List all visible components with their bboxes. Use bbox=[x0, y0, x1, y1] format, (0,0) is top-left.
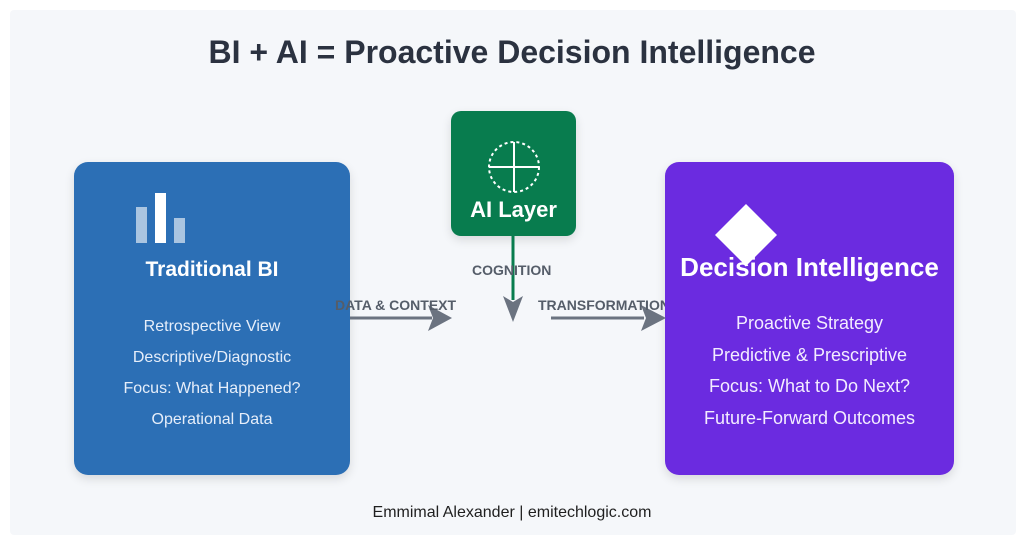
ai-layer-title: AI Layer bbox=[470, 197, 557, 222]
list-item: Predictive & Prescriptive bbox=[711, 344, 908, 365]
list-item: Operational Data bbox=[151, 411, 273, 428]
diamond-icon bbox=[715, 204, 777, 266]
cognition-label: COGNITION bbox=[472, 262, 552, 278]
traditional-bi-list: Retrospective View Descriptive/Diagnosti… bbox=[74, 311, 350, 435]
decision-intelligence-box: Decision Intelligence Proactive Strategy… bbox=[665, 162, 954, 475]
bar-chart-icon bbox=[136, 193, 185, 243]
list-item: Descriptive/Diagnostic bbox=[132, 349, 292, 366]
traditional-bi-box: Traditional BI Retrospective View Descri… bbox=[74, 162, 350, 475]
decision-intelligence-list: Proactive Strategy Predictive & Prescrip… bbox=[665, 308, 954, 434]
transformation-arrow bbox=[551, 305, 666, 331]
data-context-arrow bbox=[350, 305, 452, 331]
list-item: Retrospective View bbox=[143, 318, 281, 335]
list-item: Focus: What Happened? bbox=[123, 380, 301, 397]
transformation-label: TRANSFORMATION bbox=[538, 297, 665, 313]
list-item: Focus: What to Do Next? bbox=[708, 376, 911, 396]
list-item: Future-Forward Outcomes bbox=[703, 407, 916, 428]
ai-layer-box: AI Layer bbox=[451, 111, 576, 236]
page-title: BI + AI = Proactive Decision Intelligenc… bbox=[208, 34, 816, 70]
footer-credit: Emmimal Alexander | emitechlogic.com bbox=[372, 504, 652, 521]
crosshair-icon bbox=[488, 141, 540, 193]
data-context-label: DATA & CONTEXT bbox=[335, 297, 457, 313]
cognition-arrow bbox=[503, 236, 523, 322]
decision-intelligence-title: Decision Intelligence bbox=[680, 252, 939, 282]
traditional-bi-title: Traditional BI bbox=[145, 258, 279, 281]
list-item: Proactive Strategy bbox=[735, 313, 884, 333]
